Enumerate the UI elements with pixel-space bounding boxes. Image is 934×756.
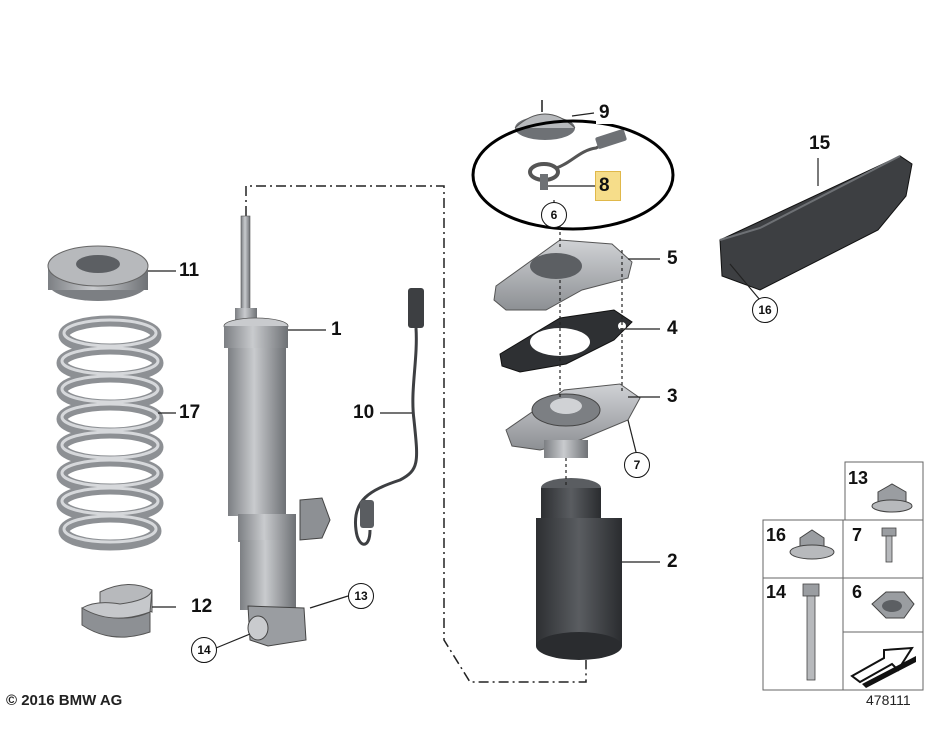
cover-plate-part-15	[719, 155, 913, 291]
dust-boot-part-2	[536, 478, 622, 660]
shock-absorber-part-1	[223, 215, 331, 647]
callout-5: 5	[664, 248, 681, 270]
grid-label-14: 14	[766, 582, 787, 602]
callout-6-circle: 6	[541, 202, 567, 228]
callout-17: 17	[176, 402, 204, 424]
callout-8-highlighted: 8	[595, 171, 621, 201]
callout-15: 15	[806, 133, 834, 155]
callout-3: 3	[664, 386, 681, 408]
assembly-bracket-line	[245, 185, 587, 683]
hw-long-bolt-14	[802, 583, 820, 681]
callout-4: 4	[664, 318, 681, 340]
callout-11: 11	[176, 260, 203, 282]
callout-10: 10	[350, 402, 378, 424]
sensor-cable-part-10	[353, 288, 424, 546]
callout-16-circle: 16	[752, 297, 778, 323]
callout-1: 1	[328, 319, 345, 341]
strut-mount-part-3	[505, 383, 641, 458]
highlight-ellipse	[471, 119, 675, 231]
spring-seat-part-12	[81, 584, 153, 638]
hardware-grid	[762, 461, 924, 691]
spring-pad-part-11	[47, 245, 149, 301]
gasket-part-4	[499, 309, 633, 373]
mount-plate-part-5	[493, 239, 633, 311]
callout-7-circle: 7	[624, 452, 650, 478]
grid-label-16: 16	[766, 525, 787, 545]
callout-14-circle: 14	[191, 637, 217, 663]
hw-flange-nut-16	[789, 529, 835, 560]
direction-arrow-icon	[850, 646, 916, 688]
callout-2: 2	[664, 551, 681, 573]
leader-lines	[148, 112, 819, 649]
sensor-part-8	[528, 129, 627, 190]
hw-nut-6	[871, 591, 915, 619]
grid-label-6: 6	[852, 582, 863, 602]
grid-label-7: 7	[852, 525, 863, 545]
callout-12: 12	[188, 596, 216, 618]
grid-label-13: 13	[848, 468, 869, 488]
coil-spring-highlight	[60, 318, 160, 544]
diagram-number: 478111	[866, 692, 911, 708]
copyright-text: © 2016 BMW AG	[6, 692, 123, 709]
hw-flange-nut-13	[871, 483, 913, 513]
callout-13-circle: 13	[348, 583, 374, 609]
callout-9: 9	[596, 102, 613, 124]
hw-bolt-7	[881, 527, 897, 563]
